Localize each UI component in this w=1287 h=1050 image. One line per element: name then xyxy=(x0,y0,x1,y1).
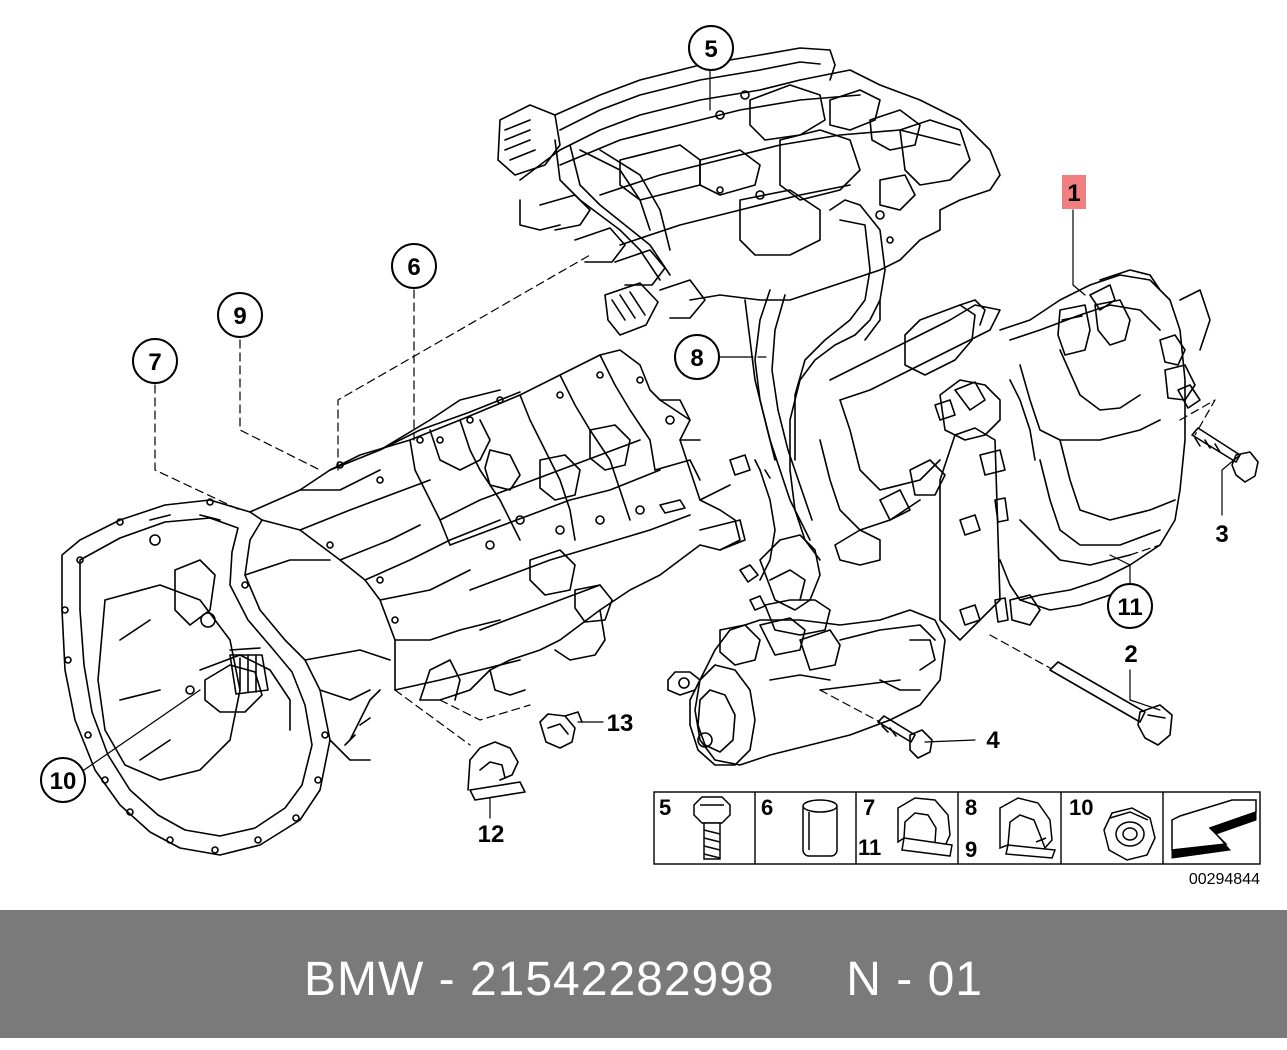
callout-3: 3 xyxy=(1215,521,1228,548)
leader-lines xyxy=(83,69,1241,819)
clip-icon xyxy=(897,797,953,857)
callout-4-label: 4 xyxy=(986,727,1000,754)
legend-label-10: 10 xyxy=(1069,795,1093,820)
gearbox-body-drawing xyxy=(329,349,746,746)
callout-9-label: 9 xyxy=(233,303,246,330)
callout-6: 6 xyxy=(391,243,437,289)
callout-7: 7 xyxy=(132,338,178,384)
bolt-icon xyxy=(693,796,731,860)
legend-frame xyxy=(653,791,1261,865)
parts-diagram: 1 2 3 4 5 6 7 8 9 10 11 12 13 xyxy=(40,25,1261,888)
callout-2: 2 xyxy=(1124,641,1137,668)
callout-5: 5 xyxy=(688,25,734,71)
footer-part-info: BMW - 21542282998 N - 01 xyxy=(304,953,983,1006)
arrow-icon xyxy=(1171,799,1257,859)
bolt-2-drawing xyxy=(1049,661,1173,746)
diagram-number: 00294844 xyxy=(1189,871,1260,888)
clip-13-drawing xyxy=(539,711,583,749)
valve-body-drawing xyxy=(497,47,1001,336)
callout-11: 11 xyxy=(1107,583,1153,629)
gearbox-housing-drawing xyxy=(61,389,521,856)
callout-2-label: 2 xyxy=(1124,641,1137,668)
callout-6-label: 6 xyxy=(407,254,420,281)
footer-bar: BMW - 21542282998 N - 01 xyxy=(0,910,1287,1038)
callout-3-label: 3 xyxy=(1215,521,1228,548)
legend-label-8: 8 xyxy=(965,795,977,820)
callout-8: 8 xyxy=(674,334,720,380)
callout-1-highlight xyxy=(1062,175,1086,209)
reservoir-drawing xyxy=(999,269,1211,626)
callout-5-circle xyxy=(688,25,734,71)
callout-8-label: 8 xyxy=(690,345,703,372)
legend-label-5: 5 xyxy=(659,795,671,820)
clip-bracket-icon xyxy=(999,797,1057,859)
parts-legend: 5 6 7 11 8 9 10 xyxy=(653,791,1261,865)
callout-4: 4 xyxy=(986,727,1000,754)
sleeve-icon xyxy=(802,799,838,857)
nut-icon xyxy=(1103,807,1156,861)
callout-11-label: 11 xyxy=(1117,594,1142,621)
callout-7-label: 7 xyxy=(148,349,161,376)
callout-13: 13 xyxy=(607,710,634,737)
callout-5-label: 5 xyxy=(704,36,717,63)
callout-6-circle xyxy=(391,243,437,289)
legend-label-7: 7 xyxy=(863,795,875,820)
callout-8-circle xyxy=(674,334,720,380)
legend-label-9: 9 xyxy=(965,837,977,862)
legend-label-11: 11 xyxy=(858,835,881,860)
callout-10-circle xyxy=(40,757,86,803)
bolt-3-drawing xyxy=(1191,427,1259,483)
callout-1: 1 xyxy=(1062,175,1086,209)
callout-9-circle xyxy=(217,292,263,338)
callout-10: 10 xyxy=(40,757,86,803)
callout-12: 12 xyxy=(478,821,505,848)
callout-13-label: 13 xyxy=(607,710,634,737)
callout-11-circle xyxy=(1107,583,1153,629)
callout-9: 9 xyxy=(217,292,263,338)
clip-12-drawing xyxy=(467,741,526,801)
bolt-4-drawing xyxy=(877,715,933,759)
callout-12-label: 12 xyxy=(478,821,505,848)
legend-label-6: 6 xyxy=(761,795,773,820)
hydraulic-unit-drawing xyxy=(729,199,1009,641)
callout-10-label: 10 xyxy=(50,768,77,795)
callout-1-label: 1 xyxy=(1067,180,1080,207)
callout-7-circle xyxy=(132,338,178,384)
